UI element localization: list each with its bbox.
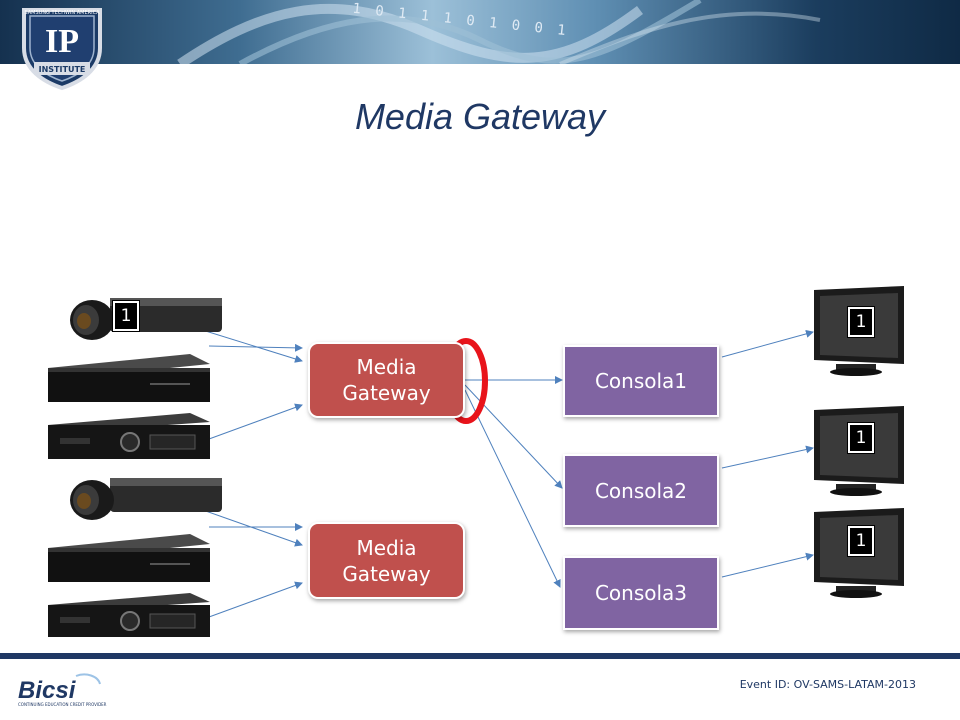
monitor-badge-1: 1: [847, 306, 875, 338]
dna-helix-graphic: [177, 0, 821, 64]
device-stack: [48, 298, 222, 637]
logo-ring-text: SAMSUNG TECHWIN AMERICA: [24, 10, 100, 16]
camera-icon: [70, 478, 222, 520]
gateway-label-line2: Gateway: [342, 561, 431, 586]
console-1: Consola1: [563, 345, 719, 417]
logo-institute-text: INSTITUTE: [39, 65, 86, 74]
media-gateway-2: Media Gateway: [308, 522, 465, 599]
dvr-large-icon: [48, 593, 210, 637]
ip-institute-logo: IP INSTITUTE SAMSUNG TECHWIN AMERICA: [14, 4, 110, 91]
page-title: Media Gateway: [354, 96, 606, 137]
gateway-label-line1: Media: [356, 535, 417, 560]
gateway-label-line2: Gateway: [342, 381, 431, 405]
media-gateway-1: Media Gateway: [308, 342, 465, 418]
monitor-badge-2: 1: [847, 422, 875, 454]
console-3: Consola3: [563, 556, 719, 630]
dvr-icon: [48, 354, 210, 402]
monitor-badge-3: 1: [847, 525, 875, 557]
camera-icon: [70, 298, 222, 340]
bicsi-logo-text: Bicsi: [18, 677, 77, 704]
event-id: Event ID: OV-SAMS-LATAM-2013: [739, 678, 916, 691]
dvr-large-icon: [48, 413, 210, 459]
dvr-icon: [48, 534, 210, 582]
gateway-label-line1: Media: [356, 355, 417, 379]
bicsi-logo: Bicsi CONTINUING EDUCATION CREDIT PROVID…: [16, 673, 107, 714]
logo-ip-text: IP: [45, 23, 79, 60]
bicsi-tagline: CONTINUING EDUCATION CREDIT PROVIDER: [18, 702, 107, 707]
footer-divider: [0, 653, 960, 659]
console-2: Consola2: [563, 454, 719, 527]
header-banner: 1 0 1 1 1 0 1 0 0 1: [0, 0, 960, 64]
camera-badge: 1: [112, 300, 140, 332]
